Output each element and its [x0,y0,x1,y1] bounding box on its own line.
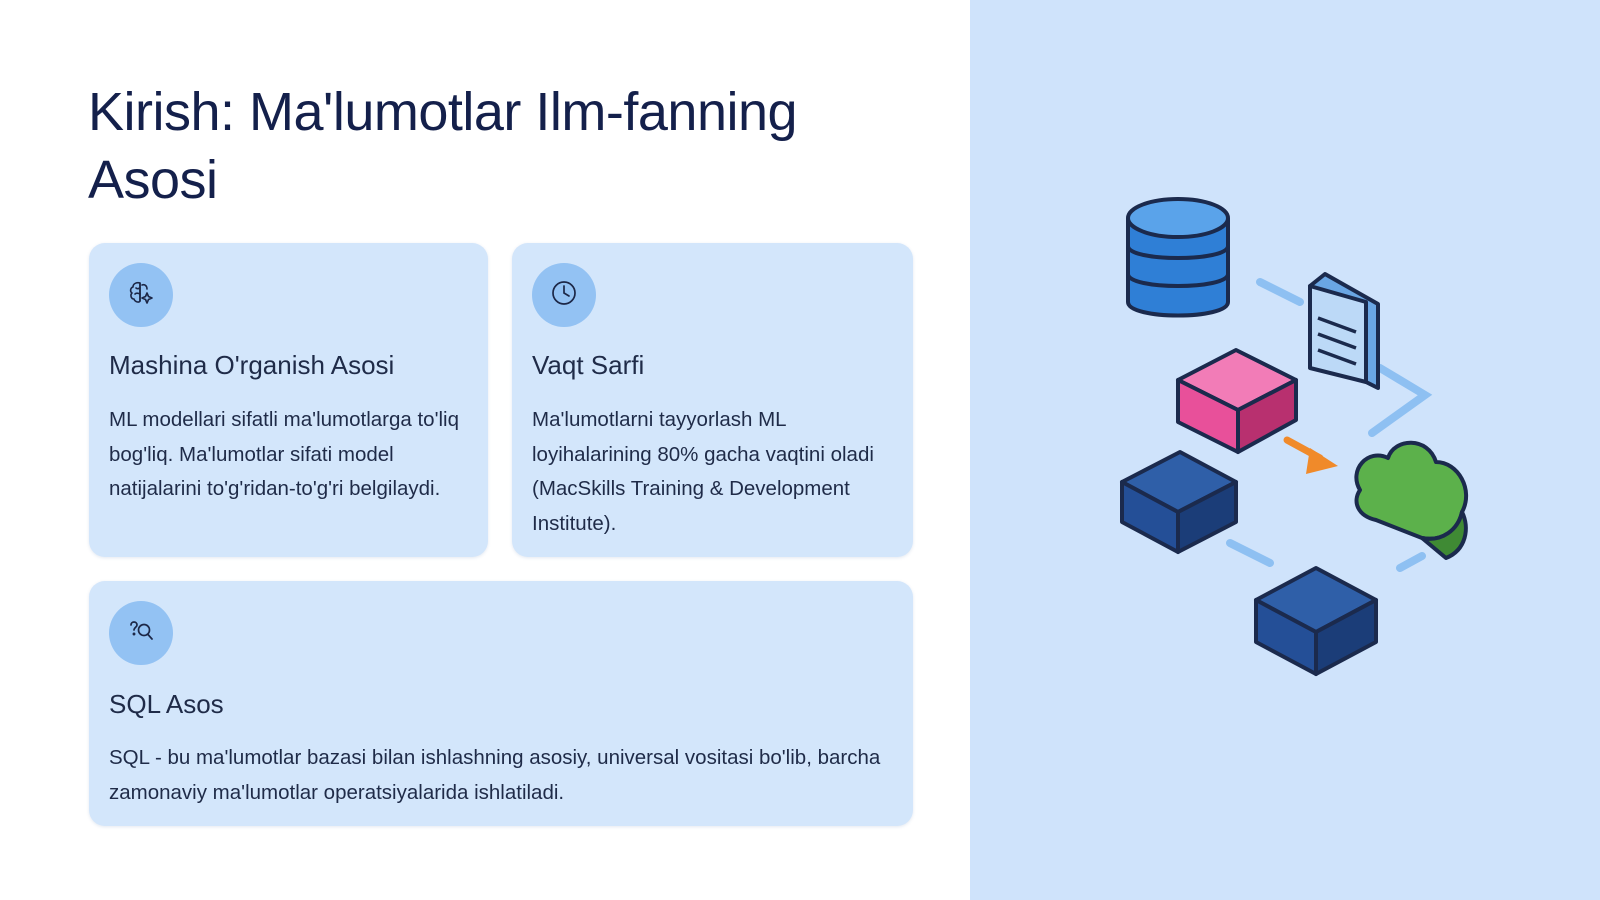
card-icon-badge [532,263,596,327]
arrow-icon [1283,436,1338,474]
clock-icon [548,277,580,314]
slide-title: Kirish: Ma'lumotlar Ilm-fanning Asosi [88,82,798,210]
pink-cube-icon [1176,348,1298,454]
card-title: SQL Asos [109,689,224,719]
card-icon-badge [109,601,173,665]
card-title: Mashina O'rganish Asosi [109,350,395,380]
card-title: Vaqt Sarfi [532,350,645,380]
card-description: SQL - bu ma'lumotlar bazasi bilan ishlas… [109,746,881,804]
question-search-icon [125,615,157,652]
brain-sparkle-icon [125,277,157,314]
data-flow-illustration [1120,197,1469,676]
card-description: ML modellari sifatli ma'lumotlarga to'li… [109,408,460,500]
illustration-panel [970,0,1600,900]
database-icon [1126,197,1230,318]
card-description: Ma'lumotlarni tayyorlash ML loyihalarini… [532,408,874,535]
card-time-spent: Vaqt Sarfi Ma'lumotlarni tayyorlash ML l… [512,243,913,557]
navy-cube-icon [1120,450,1238,554]
card-icon-badge [109,263,173,327]
card-machine-learning: Mashina O'rganish Asosi ML modellari sif… [89,243,488,557]
connector-lines [1226,278,1433,572]
document-icon [1308,272,1380,390]
cloud-icon [1354,440,1469,560]
navy-cube-icon [1254,566,1378,676]
card-sql-foundation: SQL Asos SQL - bu ma'lumotlar bazasi bil… [89,581,913,826]
